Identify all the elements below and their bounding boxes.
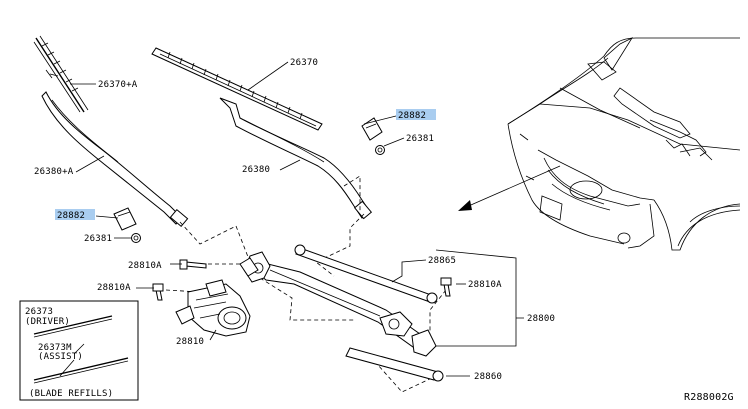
label-arm-right: 26380	[242, 165, 270, 175]
label-blade-right: 26370	[290, 58, 318, 68]
wiper-blade-left	[33, 35, 89, 113]
label-arm-left: 26380+A	[34, 167, 74, 177]
label-cap-left: 28882	[57, 211, 85, 221]
label-motor: 28810	[176, 337, 204, 347]
leader-lines	[70, 61, 524, 377]
refill-driver-number: 26373	[25, 307, 53, 317]
label-nut-left: 26381	[84, 234, 112, 244]
vehicle-illustration	[507, 37, 741, 251]
blade-refills-box: 26373 (DRIVER) 26373M (ASSIST) (BLADE RE…	[19, 300, 139, 401]
wiper-arm-left	[41, 91, 189, 228]
wiper-arm-right	[219, 97, 373, 220]
highlight-cap-left	[55, 209, 95, 220]
label-linkage-assembly: 28800	[527, 314, 555, 324]
label-blade-left: 26370+A	[98, 80, 138, 90]
label-bolt-left-lower: 28810A	[97, 283, 131, 293]
wiper-blade-right	[151, 47, 323, 131]
nut-right	[375, 145, 385, 155]
refill-box-title: (BLADE REFILLS)	[29, 389, 113, 399]
bolt-right	[440, 277, 452, 297]
bolt-left-lower	[152, 283, 164, 301]
linkage-assembly	[239, 244, 444, 382]
nut-left	[131, 233, 141, 243]
view-arrow	[458, 165, 561, 211]
diagram-id: R288002G	[684, 392, 734, 403]
refill-assist-number: 26373M	[38, 343, 72, 353]
label-bolt-right: 28810A	[468, 280, 502, 290]
label-link-lower: 28860	[474, 372, 502, 382]
label-bolt-left-upper: 28810A	[128, 261, 162, 271]
bolt-left-upper	[179, 259, 207, 270]
part-labels: 26370+A 26370 28882 26381 26380 26380+A …	[34, 58, 734, 403]
pivot-cap-right	[361, 117, 383, 141]
refill-assist-label: (ASSIST)	[38, 352, 83, 362]
highlight-cap-right	[396, 109, 436, 120]
label-cap-right: 28882	[398, 111, 426, 121]
refill-driver-label: (DRIVER)	[25, 317, 70, 327]
pivot-cap-left	[113, 207, 137, 231]
label-link-upper: 28865	[428, 256, 456, 266]
wiper-motor	[175, 279, 251, 337]
label-nut-right: 26381	[406, 134, 434, 144]
